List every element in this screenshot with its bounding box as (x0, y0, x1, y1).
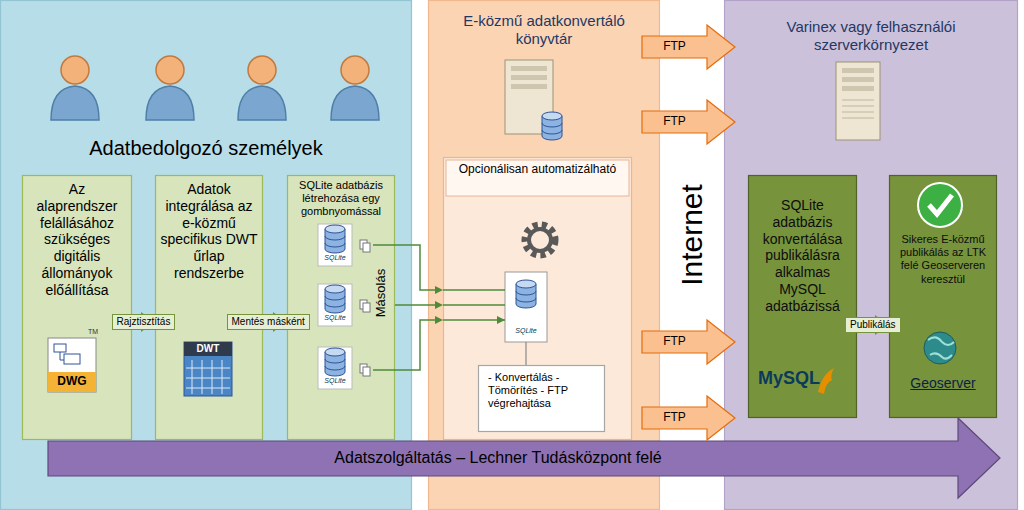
mysql-dolphin (818, 368, 834, 394)
step-list: - Konvertálás - Tömörítés - FTP végrehaj… (478, 365, 605, 432)
process-box: SQLite adatbázis létrehozása egy gombnyo… (287, 175, 395, 440)
node-subtext: Másolás (373, 269, 389, 317)
geoserver-icon (924, 332, 956, 364)
node-text: Internet (674, 184, 710, 286)
trademark: TM (88, 328, 98, 336)
opcional-band (446, 160, 629, 196)
node-text: SQLite adatbázis létrehozása egy gombnyo… (292, 179, 390, 219)
logo-text: SQLite (318, 314, 352, 322)
logo-text: MySQL (758, 369, 820, 389)
process-box-fill (156, 176, 263, 440)
logo-text: SQLite (505, 327, 547, 335)
logo-text: SQLite (318, 377, 352, 385)
gear-icon (525, 225, 555, 255)
process-box-fill (890, 176, 997, 418)
node-text: Opcionálisan automatizálható (449, 162, 626, 176)
node-text: Sikeres E-közmű publikálás az LTK felé G… (894, 233, 992, 286)
node-text: SQLite adatbázis konvertálása publikálás… (753, 197, 852, 315)
process-box-fill (288, 176, 395, 440)
automation-box: Opcionálisan automatizálható - Konvertálá… (443, 157, 632, 440)
file-type: DWG (48, 375, 96, 388)
process-box: Adatok integrálása az e-közmű specifikus… (155, 175, 263, 440)
sqlite-icons (318, 224, 547, 389)
connector (395, 320, 435, 370)
node-text: E-közmű adatkonvertáló könyvtár (453, 12, 635, 48)
node-text: Varinex vagy felhasználói szerverkörnyez… (761, 18, 981, 54)
person-icons (51, 56, 379, 120)
node-text: Adatszolgáltatás – Lechner Tudásközpont … (48, 448, 948, 467)
node-text: - Konvertálás - Tömörítés - FTP végrehaj… (488, 371, 595, 411)
node-text: Adatbedolgozó személyek (10, 136, 402, 160)
file-type: DWT (184, 343, 232, 354)
ftp-arrow: FTP (642, 100, 735, 144)
connector (395, 304, 435, 306)
node-text: Az alaprendszer felállásához szükséges d… (27, 181, 127, 299)
step-list-fill (479, 366, 605, 432)
node-text: FTP (642, 114, 707, 128)
edge-label: Publikálás (845, 317, 901, 333)
edge-label: Mentés másként (227, 314, 310, 330)
ftp-arrow-shape (642, 320, 735, 364)
ftp-arrow-shape (642, 25, 735, 69)
ftp-arrow: FTP (642, 320, 735, 364)
node-text: Adatok integrálása az e-közmű specifikus… (160, 181, 258, 282)
node-text: FTP (642, 334, 707, 348)
node-text: FTP (642, 39, 707, 53)
panel-fill (429, 1, 660, 510)
automation-box-fill (444, 158, 632, 440)
ftp-arrow: FTP (642, 396, 735, 440)
panel: Adatbedolgozó személyek Az alaprendszer f… (0, 0, 412, 510)
edge-label: Rajztisztítás (112, 314, 176, 330)
process-box: Az alaprendszer felállásához szükséges d… (22, 175, 132, 440)
process-box-fill (23, 176, 132, 440)
connector (395, 245, 435, 290)
service-arrow: Adatszolgáltatás – Lechner Tudásközpont … (48, 418, 1000, 498)
logo-text: SQLite (318, 254, 352, 262)
panel-fill (1, 1, 412, 510)
panel: E-közmű adatkonvertáló könyvtárOpcionáli… (428, 0, 660, 510)
node-text: FTP (642, 410, 707, 424)
ftp-arrow-shape (642, 100, 735, 144)
ftp-arrow-shape (642, 396, 735, 440)
file-icons (48, 338, 232, 396)
ftp-arrow: FTP (642, 25, 735, 69)
process-box-fill (749, 176, 857, 418)
check-icon (918, 183, 962, 227)
node-subtext: Geoserver (894, 375, 992, 392)
process-box: Sikeres E-közmű publikálás az LTK felé G… (889, 175, 997, 418)
